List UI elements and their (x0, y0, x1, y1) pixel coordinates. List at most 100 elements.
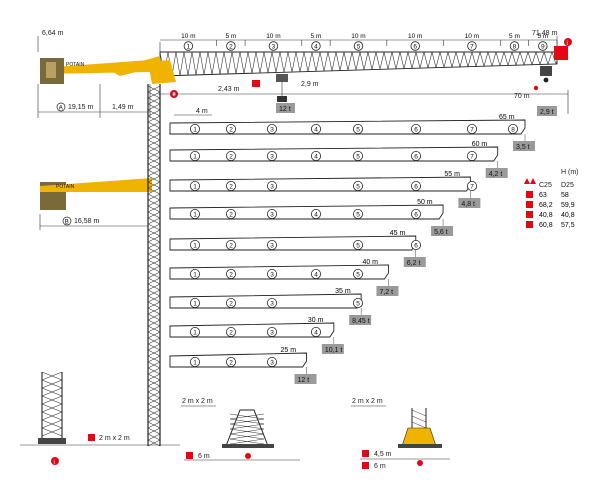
svg-text:1: 1 (193, 183, 197, 190)
svg-text:5,6 t: 5,6 t (434, 229, 448, 236)
hook-height-label: 2,9 m (301, 81, 319, 88)
svg-text:8: 8 (511, 126, 515, 133)
segment-length-label: 10 m (181, 33, 195, 40)
config-segment-circle: 4 (310, 326, 321, 337)
counter-jib-dim-a: A 19,15 m 1,49 m (37, 84, 151, 118)
config-segment-circle: 1 (189, 180, 200, 191)
crane-icon (524, 178, 536, 184)
mid-base-top-label: 2 m x 2 m (182, 398, 213, 405)
height-value-c25: 68,2 (539, 202, 553, 209)
svg-text:4: 4 (314, 126, 318, 133)
min-radius-label: 4 m (196, 108, 208, 115)
svg-text:2: 2 (229, 153, 233, 160)
config-segment-circle: 3 (266, 124, 277, 135)
svg-text:6: 6 (414, 183, 418, 190)
tip-trolley (540, 66, 552, 76)
svg-text:6: 6 (414, 153, 418, 160)
config-segment-circle: 2 (225, 150, 236, 161)
svg-text:A: A (59, 106, 63, 112)
svg-text:7,2 t: 7,2 t (379, 289, 393, 296)
segment-number-circle: 2 (226, 41, 236, 51)
config-segment-circle: 1 (189, 326, 200, 337)
height-header-c25: C25 (539, 182, 552, 189)
svg-text:3: 3 (270, 329, 274, 336)
svg-text:6: 6 (414, 242, 418, 249)
svg-text:4,8 t: 4,8 t (461, 201, 475, 208)
tip-reach-label: 70 m (514, 93, 530, 100)
svg-text:3: 3 (270, 183, 274, 190)
config-segment-circle: 2 (225, 180, 236, 191)
config-segment-circle: 4 (310, 150, 321, 161)
svg-text:8: 8 (513, 43, 517, 50)
counter-jib-a-value: 19,15 m (68, 104, 93, 111)
height-value-c25: 60,8 (539, 222, 553, 229)
svg-text:4: 4 (314, 271, 318, 278)
svg-text:8,45 t: 8,45 t (352, 318, 370, 325)
config-segment-circle: 3 (266, 268, 277, 279)
config-segment-circle: 6 (410, 150, 421, 161)
right-base-top-label: 2 m x 2 m (352, 398, 383, 405)
svg-text:2,9 t: 2,9 t (540, 109, 554, 116)
svg-text:7: 7 (470, 153, 474, 160)
svg-text:10,1 t: 10,1 t (325, 347, 343, 354)
svg-text:1: 1 (193, 242, 197, 249)
config-segment-circle: 3 (266, 297, 277, 308)
anchor-base-icon (362, 462, 369, 469)
config-segment-circle: 5 (352, 180, 363, 191)
config-segment-circle: 3 (266, 326, 277, 337)
config-reach-label: 40 m (362, 259, 378, 266)
counter-jib-a-offset: 1,49 m (112, 104, 134, 111)
counter-jib-b: POTAIN B 16,58 m (39, 178, 152, 230)
config-segment-circle: 7 (466, 150, 477, 161)
config-segment-circle: 1 (189, 297, 200, 308)
config-segment-circle: 1 (189, 124, 200, 135)
config-reach-label: 50 m (417, 199, 433, 206)
height-value-d25: 57,5 (561, 222, 575, 229)
config-load-label: 10,1 t (321, 344, 344, 354)
config-reach-label: 30 m (308, 317, 324, 324)
hook-block (277, 96, 287, 102)
config-reach-label: 35 m (335, 288, 351, 295)
config-segment-circle: 2 (225, 239, 236, 250)
config-segment-circle: 1 (189, 208, 200, 219)
segment-length-label: 10 m (266, 33, 280, 40)
svg-text:3,5 t: 3,5 t (516, 144, 530, 151)
config-segment-circle: 8 (507, 124, 518, 135)
svg-text:1: 1 (187, 43, 191, 50)
main-jib: POTAIN 2,43 m 2,9 m 12 t i 70 m 2,9 t 4 … (40, 38, 572, 116)
segment-number-circle: 3 (268, 41, 279, 51)
svg-text:3: 3 (272, 43, 276, 50)
segment-number-circle: 5 (353, 41, 364, 51)
svg-text:4: 4 (314, 329, 318, 336)
svg-text:12 t: 12 t (279, 106, 291, 113)
svg-text:2: 2 (229, 126, 233, 133)
left-height-label: 6,64 m (42, 30, 64, 37)
info-icon (564, 38, 572, 46)
fixed-base-icon (88, 434, 95, 441)
svg-text:5: 5 (356, 300, 360, 307)
config-segment-circle: 6 (410, 208, 421, 219)
total-reach-label: 71,48 m (532, 30, 557, 37)
svg-text:5: 5 (356, 153, 360, 160)
svg-text:1: 1 (193, 153, 197, 160)
segment-length-label: 5 m (509, 33, 520, 40)
config-load-label: 12 t (294, 374, 317, 384)
config-segment-circle: 6 (410, 239, 421, 250)
config-segment-circle: 5 (352, 239, 363, 250)
config-segment-circle: 4 (310, 208, 321, 219)
config-segment-circle: 7 (466, 180, 477, 191)
travelling-base-icon (526, 201, 533, 208)
height-value-c25: 40,8 (539, 212, 553, 219)
config-load-label: 5,6 t (431, 226, 454, 236)
height-value-d25: 58 (561, 192, 569, 199)
config-segment-circle: 4 (310, 268, 321, 279)
config-reach-label: 65 m (499, 114, 515, 121)
